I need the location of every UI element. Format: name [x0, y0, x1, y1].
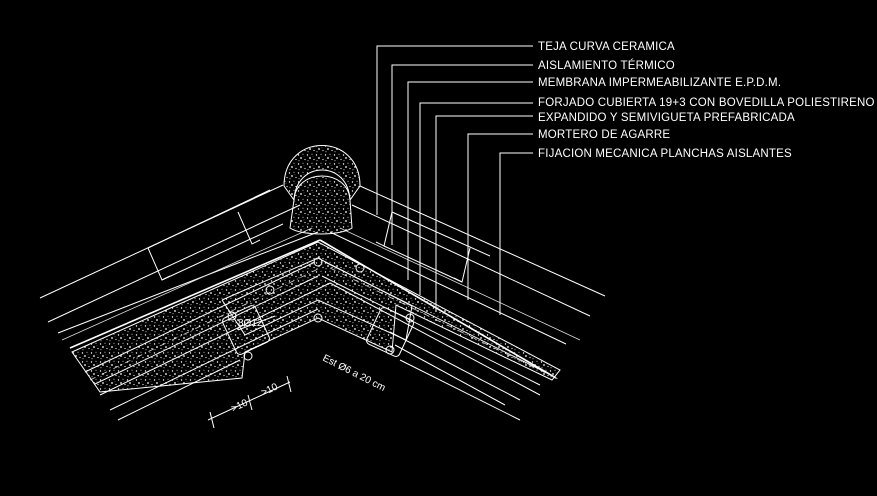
label-membrana: MEMBRANA IMPERMEABILIZANTE E.P.D.M.	[538, 77, 781, 89]
label-forjado-line1: FORJADO CUBIERTA 19+3 CON BOVEDILLA POLI…	[538, 97, 875, 109]
dim-left-label: >10	[230, 397, 250, 414]
label-teja: TEJA CURVA CERAMICA	[538, 41, 675, 53]
dimension-marks: >10 >10	[207, 375, 292, 429]
ridge-cap-tile	[283, 145, 361, 235]
label-fijacion: FIJACION MECANICA PLANCHAS AISLANTES	[538, 148, 792, 160]
label-mortero: MORTERO DE AGARRE	[538, 129, 670, 141]
rebar-label: 8Ø12	[238, 318, 263, 329]
leader-lines	[376, 45, 533, 315]
rebar-callout: 8Ø12	[237, 315, 276, 331]
label-forjado-line2: EXPANDIDO Y SEMIVIGUETA PREFABRICADA	[538, 112, 795, 124]
dim-right-label: >10	[260, 381, 280, 398]
reinforcement	[222, 257, 415, 361]
label-aislamiento: AISLAMIENTO TÉRMICO	[538, 59, 675, 72]
concrete-beam	[71, 241, 561, 393]
stirrup-label: Est Ø6 a 20 cm	[321, 353, 387, 394]
